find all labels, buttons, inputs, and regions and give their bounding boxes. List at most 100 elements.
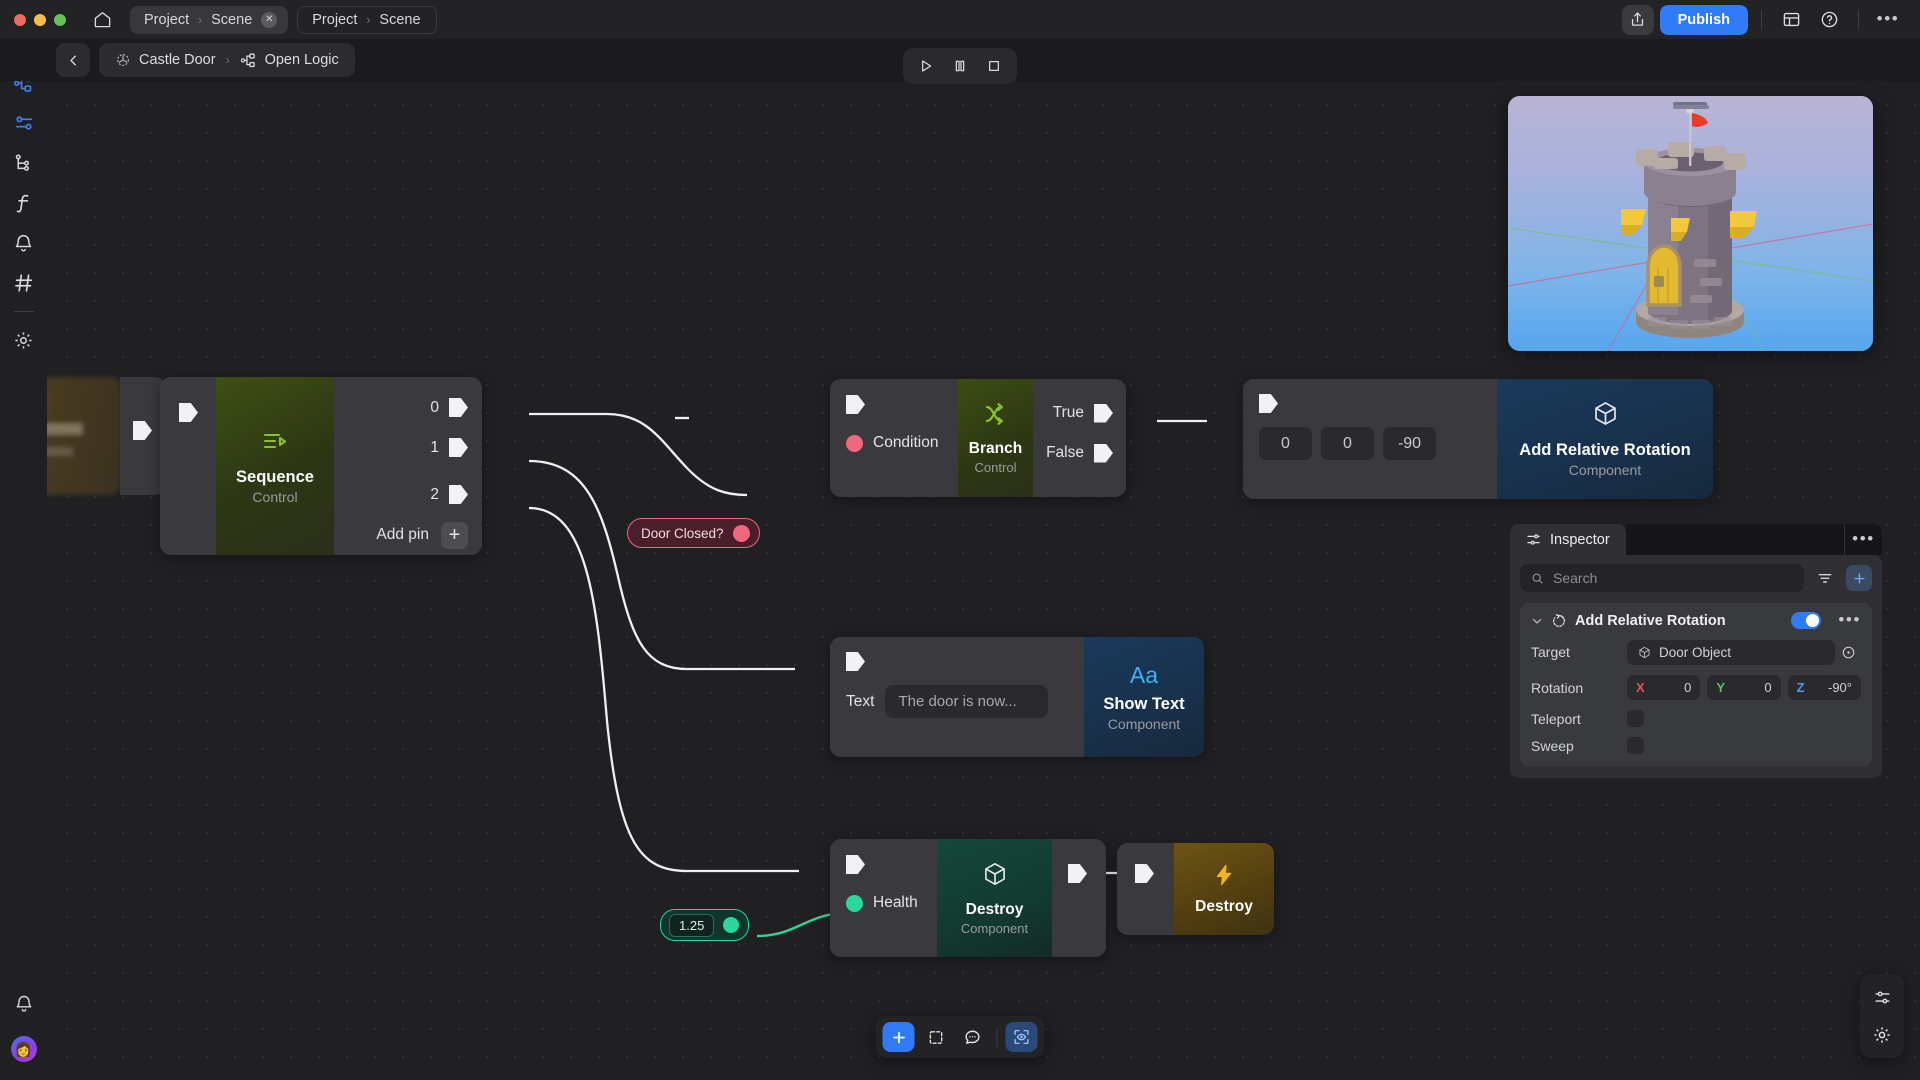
node-destroy-event[interactable]: Destroy: [1117, 843, 1274, 935]
breadcrumb-item-castle-door[interactable]: Castle Door: [115, 52, 216, 68]
component-more-button[interactable]: •••: [1838, 610, 1861, 630]
sweep-checkbox[interactable]: [1627, 737, 1644, 754]
play-button[interactable]: [911, 52, 941, 80]
left-rail: 👩: [0, 39, 47, 1080]
sequence-output-0[interactable]: 0: [334, 391, 468, 424]
exec-output-pin[interactable]: [1094, 403, 1113, 423]
rotation-axis-x[interactable]: X 0: [1627, 675, 1701, 700]
target-object-field[interactable]: Door Object: [1627, 639, 1835, 665]
rotation-axis-y[interactable]: Y 0: [1707, 675, 1781, 700]
axis-label-y: Y: [1716, 680, 1725, 695]
exec-input-pin[interactable]: [1259, 394, 1278, 413]
inspector-more-button[interactable]: •••: [1844, 524, 1882, 555]
drag-grip[interactable]: [1672, 105, 1709, 109]
teleport-checkbox[interactable]: [1627, 710, 1644, 727]
pill-health-value[interactable]: 1.25: [660, 909, 750, 941]
focus-view-button[interactable]: [1005, 1022, 1038, 1052]
node-destroy-component[interactable]: Health Destroy Component: [830, 839, 1106, 957]
share-button[interactable]: [1621, 4, 1654, 35]
rail-item-function[interactable]: [5, 183, 43, 223]
rail-item-timeline[interactable]: [5, 103, 43, 143]
exec-input-pin[interactable]: [179, 403, 198, 422]
bool-output-pin[interactable]: [732, 524, 750, 542]
target-object-value: Door Object: [1659, 644, 1732, 660]
pause-button[interactable]: [945, 52, 975, 80]
add-component-button[interactable]: [1846, 565, 1872, 591]
rail-item-settings[interactable]: [5, 320, 43, 360]
target-picker-button[interactable]: [1835, 639, 1861, 665]
rotation-value-row: 0 0 -90: [1259, 427, 1497, 460]
help-button[interactable]: [1813, 5, 1845, 35]
sequence-output-1[interactable]: 1: [334, 424, 468, 471]
showtext-subtitle: Component: [1107, 716, 1181, 732]
rotation-axis-z[interactable]: Z -90°: [1787, 675, 1861, 700]
destroy-health-row[interactable]: Health: [846, 894, 937, 912]
filter-button[interactable]: [1812, 565, 1838, 591]
component-card-header[interactable]: Add Relative Rotation •••: [1531, 610, 1861, 630]
showtext-field-input[interactable]: The door is now...: [885, 685, 1049, 718]
maximize-window-button[interactable]: [54, 13, 66, 26]
exec-output-pin[interactable]: [449, 438, 468, 457]
rail-item-variables[interactable]: [5, 263, 43, 303]
pill-health-value-label[interactable]: 1.25: [669, 913, 715, 937]
exec-input-pin[interactable]: [846, 855, 865, 874]
exec-output-pin[interactable]: [1094, 443, 1113, 463]
tab-part-project: Project: [144, 11, 190, 28]
branch-output-true[interactable]: True: [1033, 393, 1113, 433]
rotation-icon-wrap: [1592, 400, 1619, 432]
rail-item-hierarchy[interactable]: [5, 143, 43, 183]
node-branch[interactable]: Condition Branch Control True: [830, 379, 1126, 497]
branch-output-false[interactable]: False: [1033, 433, 1113, 473]
help-circle-icon: [1821, 11, 1837, 28]
exec-input-pin[interactable]: [846, 395, 865, 414]
rotation-x-field[interactable]: 0: [1259, 427, 1312, 460]
breadcrumb-item-open-logic[interactable]: Open Logic: [240, 52, 339, 69]
search-input[interactable]: Search: [1520, 564, 1804, 592]
node-show-text[interactable]: Text The door is now... Aa Show Text Com…: [830, 637, 1204, 757]
node-sequence[interactable]: Sequence Control 0 1 2 Add pin +: [160, 377, 482, 555]
tab-project-scene-active[interactable]: Project › Scene ✕: [130, 5, 289, 34]
layout-panel-button[interactable]: [1775, 5, 1807, 35]
titlebar-more-button[interactable]: •••: [1872, 5, 1904, 35]
pill-door-closed[interactable]: Door Closed?: [627, 518, 760, 548]
rotation-z-field[interactable]: -90: [1383, 427, 1436, 460]
publish-button[interactable]: Publish: [1659, 4, 1748, 35]
rail-notification-button[interactable]: [5, 984, 43, 1024]
tab-close-button[interactable]: ✕: [261, 11, 278, 28]
tab-inspector[interactable]: Inspector: [1510, 524, 1626, 555]
sequence-output-2[interactable]: 2: [334, 471, 468, 518]
exec-input-pin[interactable]: [846, 652, 865, 671]
add-pin-button[interactable]: +: [441, 521, 468, 549]
exec-output-pin[interactable]: [133, 421, 152, 440]
minimize-window-button[interactable]: [34, 13, 46, 26]
inspector-search-row: Search: [1520, 564, 1872, 592]
exec-output-pin[interactable]: [449, 398, 468, 417]
chevron-down-icon[interactable]: [1531, 615, 1543, 627]
viewport-preview[interactable]: [1508, 96, 1873, 351]
node-add-relative-rotation[interactable]: 0 0 -90 Add Relative Rotation Component: [1243, 379, 1713, 499]
branch-condition-row[interactable]: Condition: [846, 434, 958, 452]
gear-icon: [1874, 1027, 1890, 1043]
more-horizontal-icon: •••: [1876, 9, 1900, 29]
health-input-pin[interactable]: [846, 894, 863, 912]
back-button[interactable]: [56, 43, 90, 77]
avatar[interactable]: 👩: [10, 1036, 37, 1062]
rotation-y-field[interactable]: 0: [1321, 427, 1374, 460]
tab-project-scene-secondary[interactable]: Project › Scene: [297, 5, 437, 34]
condition-input-pin[interactable]: [846, 434, 863, 452]
rail-item-notifications[interactable]: [5, 223, 43, 263]
comment-button[interactable]: [957, 1022, 989, 1052]
home-button[interactable]: [88, 6, 116, 34]
stop-button[interactable]: [979, 52, 1009, 80]
number-output-pin[interactable]: [723, 917, 740, 933]
sequence-add-pin-row[interactable]: Add pin +: [334, 518, 468, 552]
graph-settings-button[interactable]: [1866, 981, 1898, 1013]
exec-input-pin[interactable]: [1135, 864, 1154, 883]
close-window-button[interactable]: [14, 13, 26, 26]
component-enable-toggle[interactable]: [1791, 612, 1822, 629]
exec-output-pin[interactable]: [1068, 864, 1087, 883]
exec-output-pin[interactable]: [449, 485, 468, 504]
add-node-button[interactable]: [882, 1022, 915, 1052]
marquee-select-button[interactable]: [920, 1022, 952, 1052]
canvas-preferences-button[interactable]: [1866, 1019, 1898, 1051]
